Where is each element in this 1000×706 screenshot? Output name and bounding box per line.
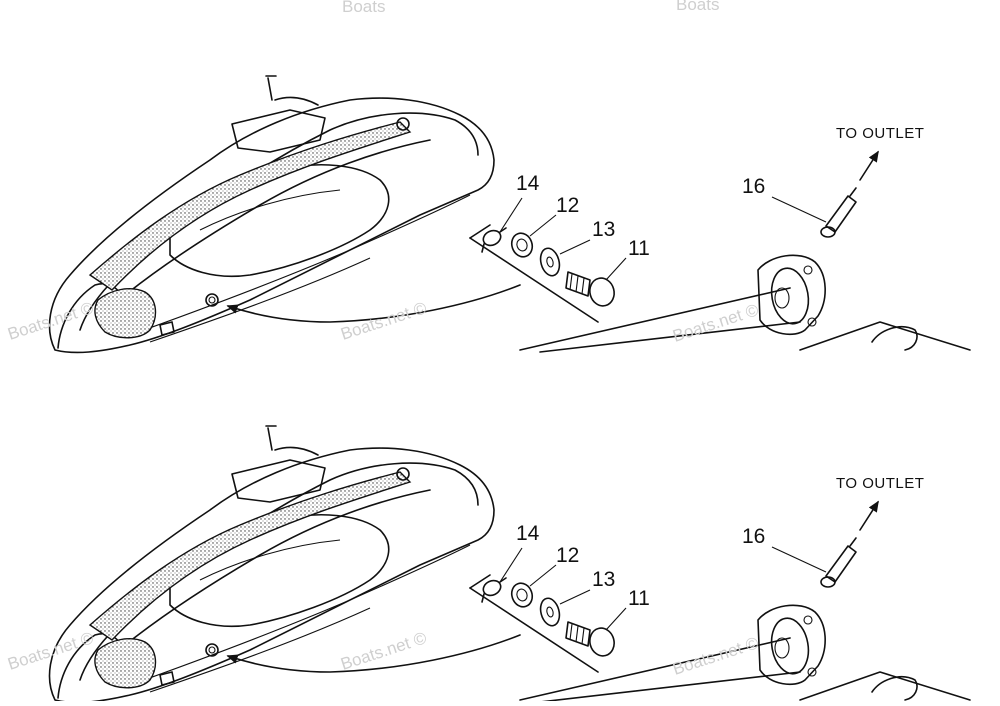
part-label-11: 11 — [628, 587, 650, 610]
outlet-label: TO OUTLET — [836, 125, 924, 142]
part-label-16: 16 — [742, 175, 765, 198]
watermark-top: Boats — [342, 0, 385, 16]
part-label-16: 16 — [742, 525, 765, 548]
part-label-13: 13 — [592, 568, 615, 591]
part-label-12: 12 — [556, 194, 579, 217]
part-label-14: 14 — [516, 172, 540, 195]
part-label-13: 13 — [592, 218, 615, 241]
part-label-11: 11 — [628, 237, 650, 260]
part-label-14: 14 — [516, 522, 540, 545]
watermark-top: Boats — [676, 0, 719, 14]
part-label-12: 12 — [556, 544, 579, 567]
outlet-label: TO OUTLET — [836, 475, 924, 492]
